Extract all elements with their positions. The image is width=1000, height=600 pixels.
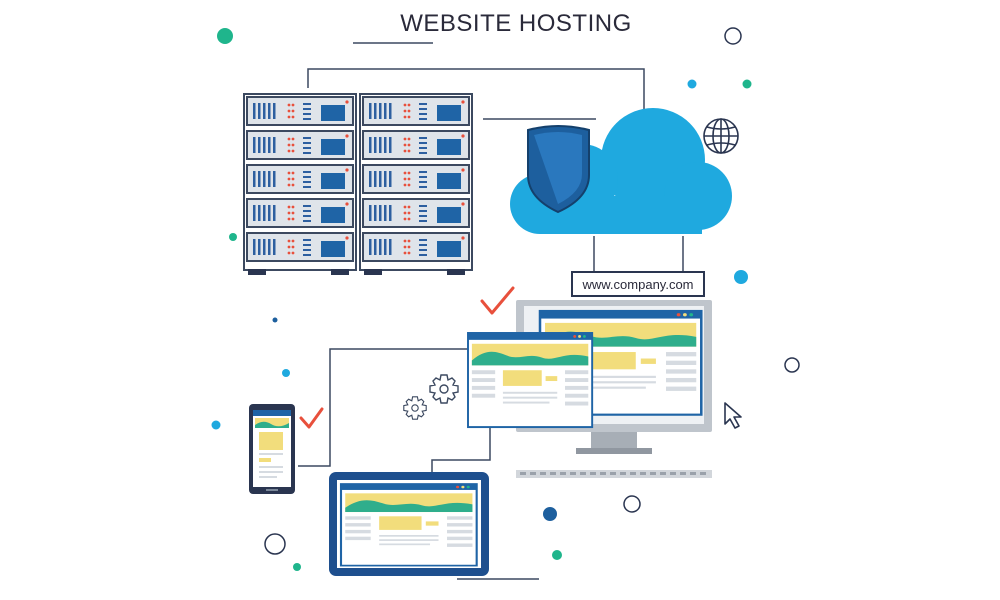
connector-lines bbox=[298, 68, 684, 580]
server-rack-icon bbox=[243, 93, 357, 275]
server-rack-icon bbox=[359, 93, 473, 275]
browser-window bbox=[467, 332, 594, 429]
gear-icon bbox=[403, 374, 459, 420]
cursor-icon bbox=[724, 402, 742, 429]
page-title: WEBSITE HOSTING bbox=[400, 10, 632, 37]
check-icon bbox=[480, 286, 515, 315]
shield-icon bbox=[527, 125, 590, 214]
check-icon bbox=[299, 407, 324, 429]
domain-label: www.company.com bbox=[571, 271, 705, 297]
phone-device bbox=[249, 404, 295, 494]
globe-icon bbox=[703, 118, 739, 154]
browser-window bbox=[339, 482, 478, 567]
decorative-dots bbox=[211, 27, 800, 571]
domain-label-text: www.company.com bbox=[581, 277, 693, 292]
cloud-icon bbox=[510, 108, 732, 234]
